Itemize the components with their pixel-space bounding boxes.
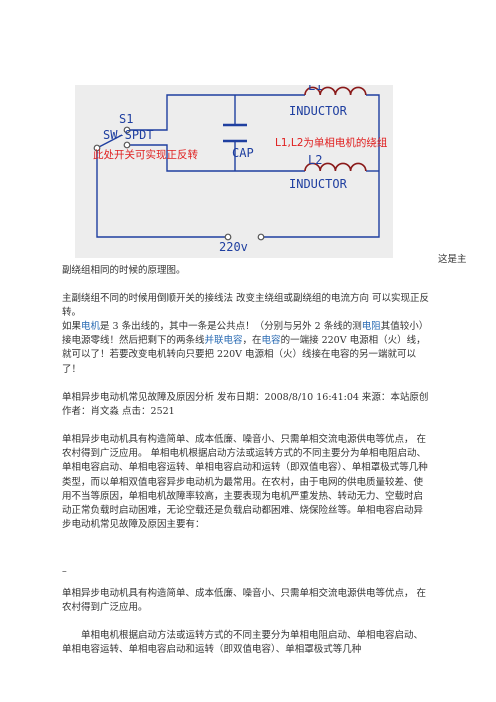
voltage-label: 220v	[219, 240, 248, 254]
text-span: 是 3 条出线的，其中一条是公共点！（分别与另外 2 条线的测	[100, 321, 362, 332]
circuit-diagram: L1 INDUCTOR S1 SW-SPDT CAP L2 INDUCTOR 2…	[75, 85, 393, 258]
inductor-symbols	[304, 86, 367, 172]
link-motor[interactable]: 电机	[81, 321, 101, 332]
caption-continuation: 这是主	[438, 254, 467, 265]
cap-label: CAP	[232, 146, 254, 160]
l1-label: L1	[308, 85, 322, 93]
terminals	[93, 126, 265, 241]
text-span: 的一端接 220V 电源相（火）线，就可以了！若要改变电机转向只要把 220V …	[62, 335, 426, 375]
link-parallel-capacitor[interactable]: 并联电容	[204, 335, 243, 347]
inductor1-label: INDUCTOR	[289, 104, 348, 118]
l2-label: L2	[308, 153, 322, 167]
paragraph-figure-caption: 副绕组相同的时候的原理图。	[62, 265, 186, 276]
inductor2-label: INDUCTOR	[289, 177, 348, 191]
paragraph-three-wire-motor: 如果电机是 3 条出线的，其中一条是公共点！（分别与另外 2 条线的测电阻其值较…	[62, 320, 432, 377]
link-resistor[interactable]: 电阻	[361, 321, 381, 332]
switch-type-label: SW-SPDT	[103, 128, 154, 142]
text-span: 如果	[62, 321, 82, 332]
paragraph-reversing-switch: 主副绕组不同的时候用倒顺开关的接线法 改变主绕组或副绕组的电流方向 可以实现正反…	[62, 293, 430, 319]
link-capacitor[interactable]: 电容	[261, 335, 281, 347]
paragraph-motor-faults: 单相异步电动机具有构造简单、成本低廉、噪音小、只需单相交流电源供电等优点， 在农…	[62, 434, 428, 531]
paragraph-article-meta: 单相异步电动机常见故障及原因分析 发布日期：2008/8/10 16:41:04…	[62, 392, 429, 418]
separator-dash: –	[62, 566, 67, 577]
s1-label: S1	[119, 112, 133, 126]
windings-note: L1,L2为单相电机的绕组	[275, 136, 388, 149]
text-span: 其值较小）接电源零线！然后把剩下的两条线	[62, 321, 429, 347]
paragraph-motor-advantages: 单相异步电动机具有构造简单、成本低廉、噪音小、只需单相交流电源供电等优点， 在农…	[62, 588, 427, 614]
circuit-wires	[96, 94, 380, 238]
text-span: ，在	[242, 335, 262, 347]
capacitor-symbol	[223, 123, 247, 143]
switch-note: 此处开关可实现正反转	[93, 148, 198, 161]
paragraph-motor-types: 单相电机根据启动方法或运转方式的不同主要分为单相电阻启动、单相电容启动、单相电容…	[62, 630, 424, 656]
